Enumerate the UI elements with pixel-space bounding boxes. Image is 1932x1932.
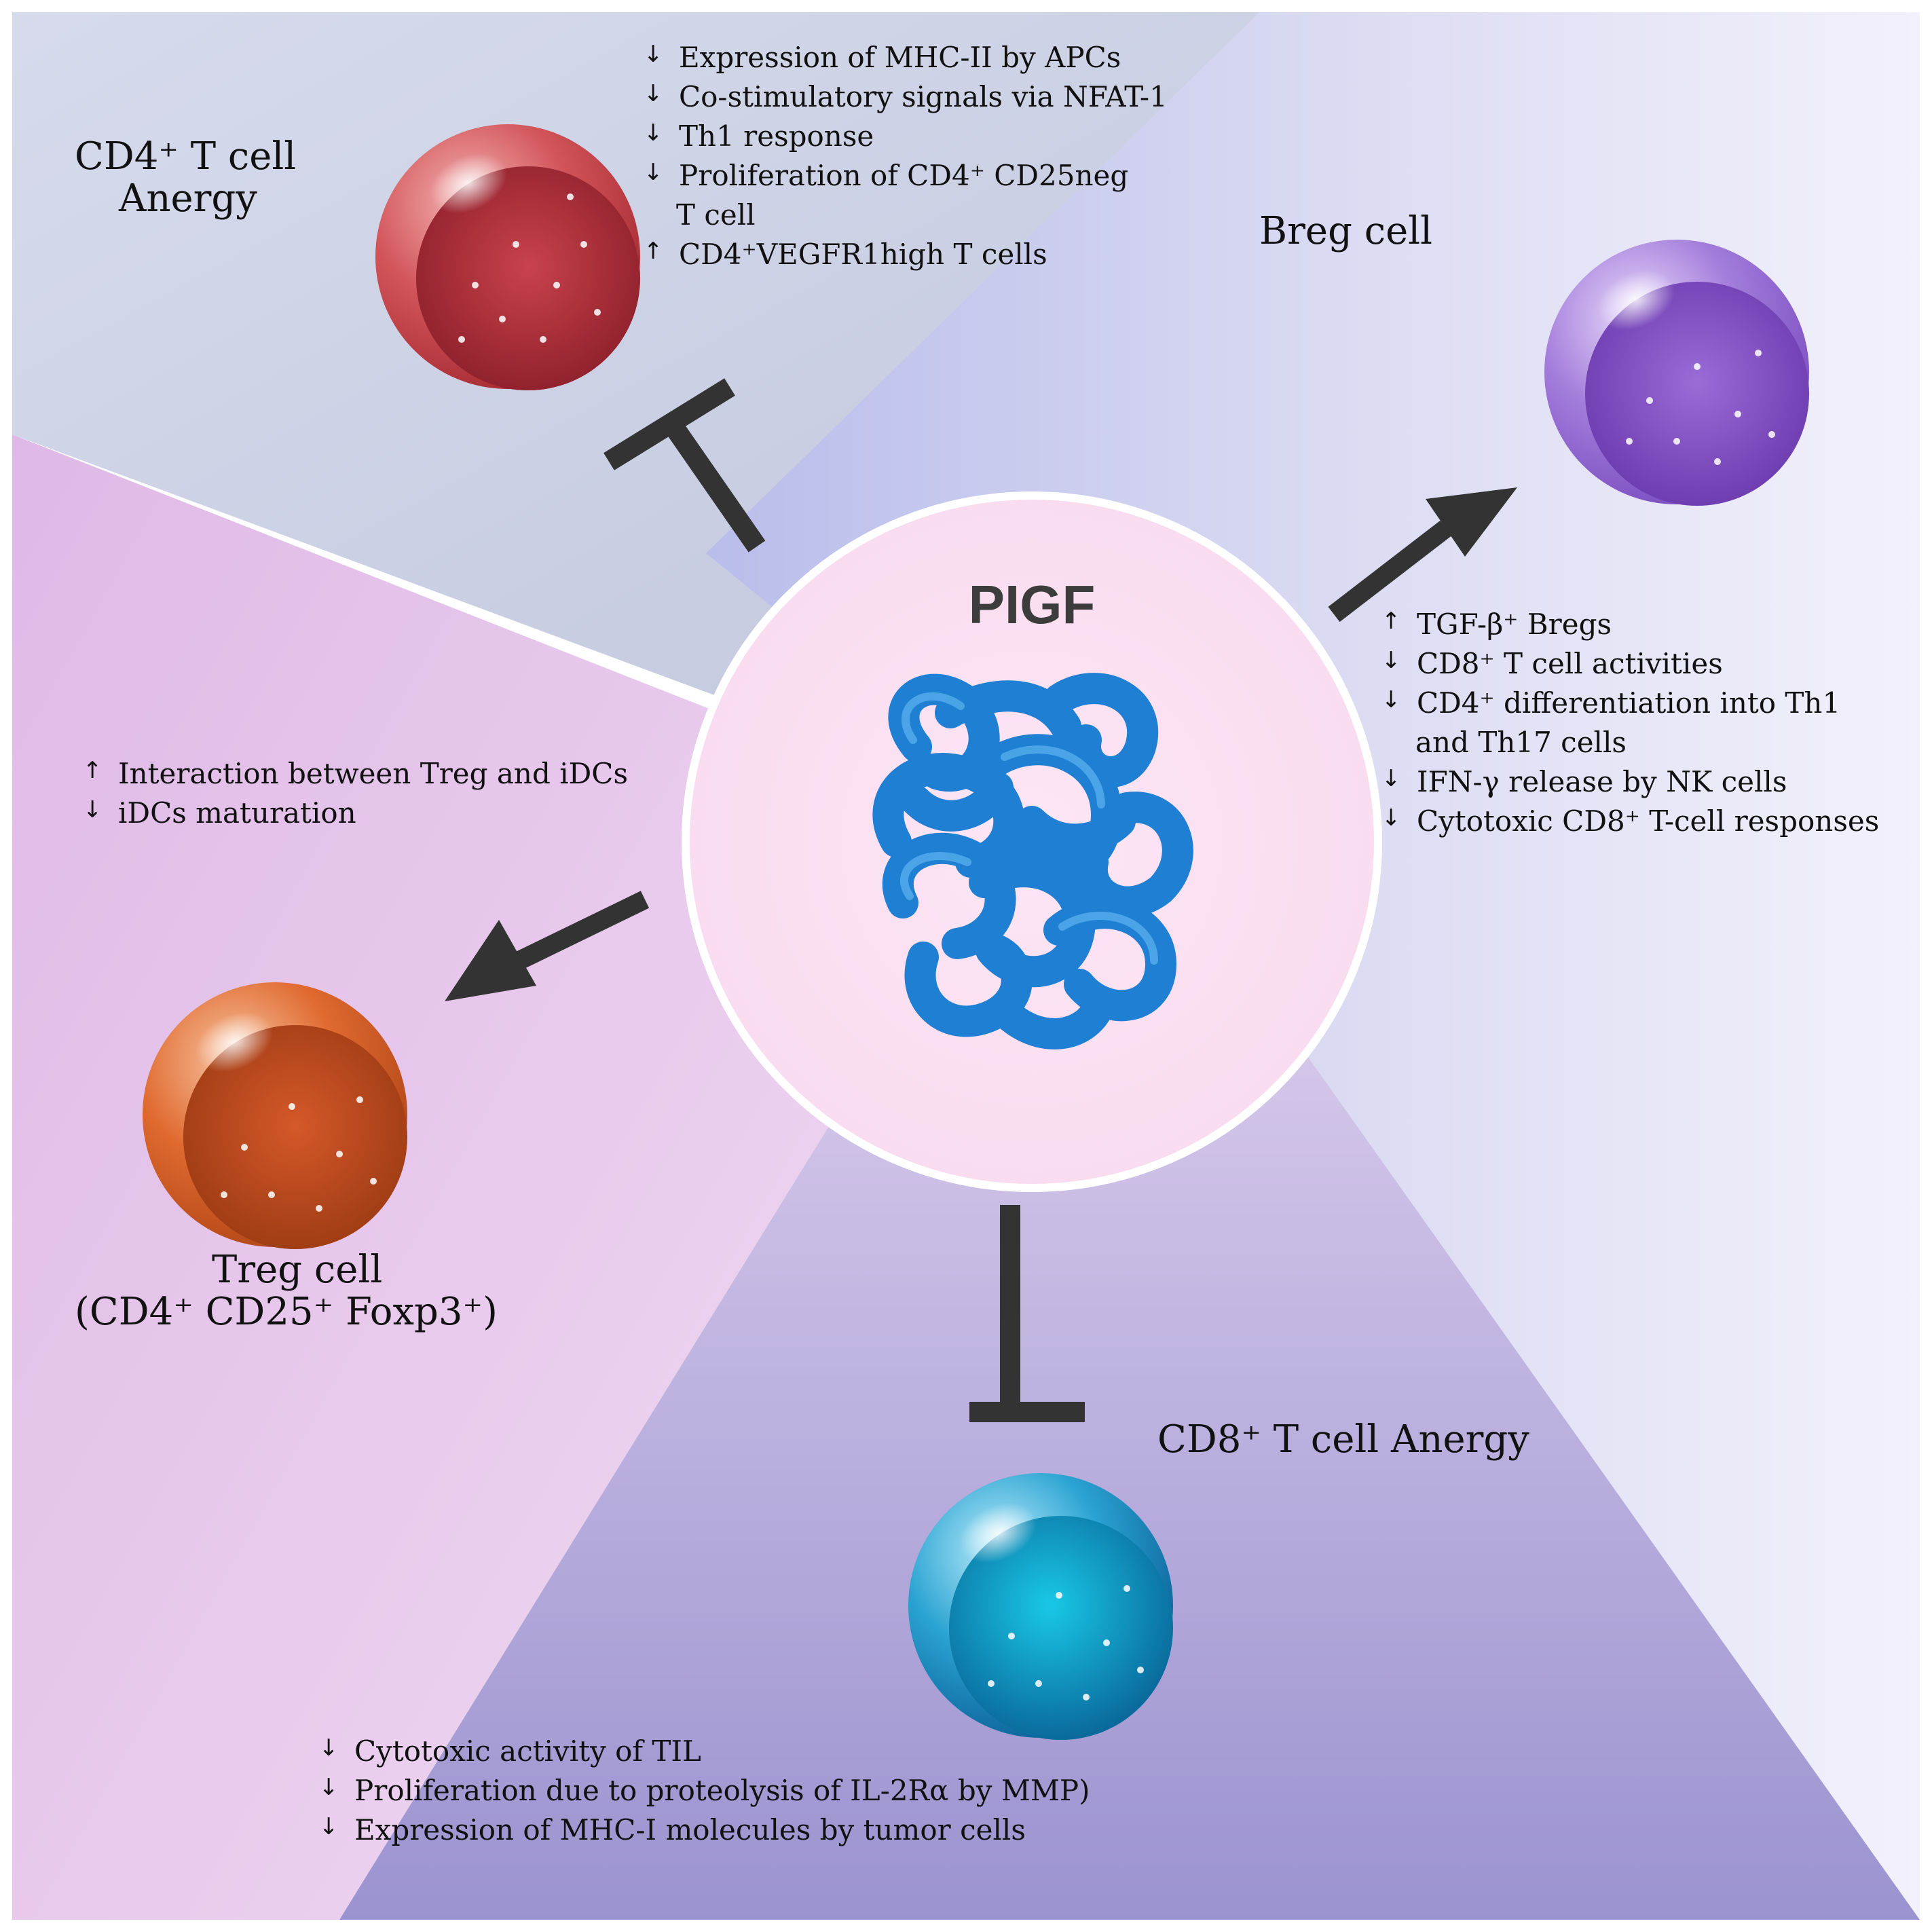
sector-treg bbox=[12, 434, 845, 1920]
treg-title-line1: Treg cell bbox=[212, 1248, 383, 1292]
sector-cd8 bbox=[339, 1022, 1920, 1920]
cd8-inhibit-connector bbox=[969, 1205, 1085, 1422]
treg-cell bbox=[143, 982, 407, 1249]
cd4-t-cell bbox=[375, 124, 640, 390]
center-title: PIGF bbox=[968, 574, 1096, 635]
treg-title-line2: (CD4⁺ CD25⁺ Foxp3⁺) bbox=[75, 1290, 498, 1334]
breg-cell bbox=[1544, 240, 1809, 506]
cd8-title: CD8⁺ T cell Anergy bbox=[1157, 1417, 1529, 1462]
cd4-inhibit-connector bbox=[603, 378, 766, 553]
cd8-t-cell bbox=[908, 1473, 1173, 1740]
sector-cd4 bbox=[12, 12, 1259, 696]
breg-title: Breg cell bbox=[1259, 209, 1433, 253]
breg-arrow bbox=[1328, 487, 1517, 623]
cd4-title-line2: Anergy bbox=[119, 177, 257, 221]
treg-arrow bbox=[445, 891, 650, 1001]
cd4-title-line1: CD4⁺ T cell bbox=[75, 134, 297, 179]
